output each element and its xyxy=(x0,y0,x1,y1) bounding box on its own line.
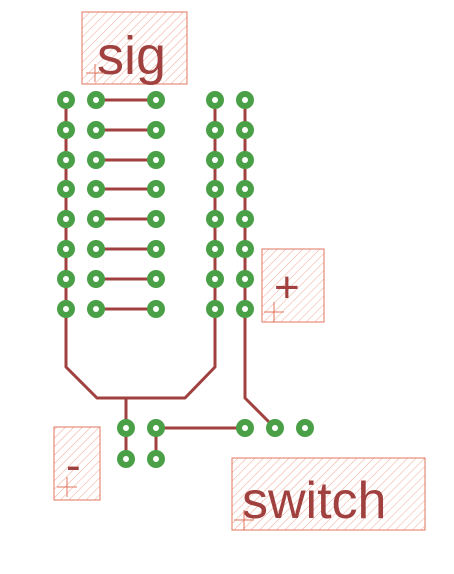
label-switch-origin-marker xyxy=(234,510,254,530)
pad-col1-row7 xyxy=(57,270,75,288)
label-minus-box xyxy=(53,426,101,501)
pad-col4-row1 xyxy=(206,91,224,109)
pad-col5-row8 xyxy=(236,300,254,318)
pad-col1-row4 xyxy=(57,180,75,198)
pad-col5-row4 xyxy=(236,180,254,198)
pad-col3-row2 xyxy=(147,121,165,139)
pad-col3-row7 xyxy=(147,270,165,288)
traces xyxy=(64,98,277,461)
trace-switch-link xyxy=(154,426,247,461)
pad-col2-row5 xyxy=(87,210,105,228)
pad-col2-row3 xyxy=(87,151,105,169)
pad-switch-2 xyxy=(266,419,284,437)
pads xyxy=(57,91,314,468)
pad-col1-row6 xyxy=(57,240,75,258)
pad-switch-3 xyxy=(296,419,314,437)
pad-col2-row8 xyxy=(87,300,105,318)
pad-col4-row3 xyxy=(206,151,224,169)
label-sig-origin-marker xyxy=(86,64,104,82)
pad-col1-row1 xyxy=(57,91,75,109)
label-plus-text: + xyxy=(274,263,300,312)
pad-col4-row4 xyxy=(206,180,224,198)
pad-col2-row1 xyxy=(87,91,105,109)
pad-col1-row5 xyxy=(57,210,75,228)
pad-header-4 xyxy=(147,450,165,468)
label-minus: - xyxy=(53,426,101,501)
pad-col4-row5 xyxy=(206,210,224,228)
pad-col3-row6 xyxy=(147,240,165,258)
pad-header-2 xyxy=(147,419,165,437)
pad-col5-row1 xyxy=(236,91,254,109)
pad-col1-row2 xyxy=(57,121,75,139)
trace-power-to-switch xyxy=(243,98,277,430)
pad-col5-row2 xyxy=(236,121,254,139)
pad-col2-row6 xyxy=(87,240,105,258)
trace-ground-loop xyxy=(64,98,217,400)
pad-col5-row7 xyxy=(236,270,254,288)
pad-col1-row3 xyxy=(57,151,75,169)
label-plus-origin-marker xyxy=(264,302,284,322)
label-switch-text: switch xyxy=(242,472,386,530)
label-sig-box xyxy=(81,11,188,85)
pad-col3-row5 xyxy=(147,210,165,228)
label-sig: sig xyxy=(81,11,188,86)
pad-switch-1 xyxy=(236,419,254,437)
pad-header-1 xyxy=(117,419,135,437)
pad-col4-row8 xyxy=(206,300,224,318)
pad-col3-row8 xyxy=(147,300,165,318)
label-plus-box xyxy=(261,248,325,323)
pad-col1-row8 xyxy=(57,300,75,318)
label-switch: switch xyxy=(231,457,426,531)
pad-col5-row5 xyxy=(236,210,254,228)
pad-col4-row7 xyxy=(206,270,224,288)
pad-col2-row7 xyxy=(87,270,105,288)
pad-col2-row2 xyxy=(87,121,105,139)
pad-col5-row3 xyxy=(236,151,254,169)
label-plus: + xyxy=(261,248,325,323)
pad-col3-row3 xyxy=(147,151,165,169)
pad-header-3 xyxy=(117,450,135,468)
pad-col2-row4 xyxy=(87,180,105,198)
label-minus-origin-marker xyxy=(57,477,77,497)
label-minus-text: - xyxy=(66,441,81,490)
pad-col5-row6 xyxy=(236,240,254,258)
pad-col3-row4 xyxy=(147,180,165,198)
label-sig-text: sig xyxy=(97,26,166,86)
pad-col4-row6 xyxy=(206,240,224,258)
pad-col4-row2 xyxy=(206,121,224,139)
label-switch-box xyxy=(231,457,426,531)
pad-col3-row1 xyxy=(147,91,165,109)
